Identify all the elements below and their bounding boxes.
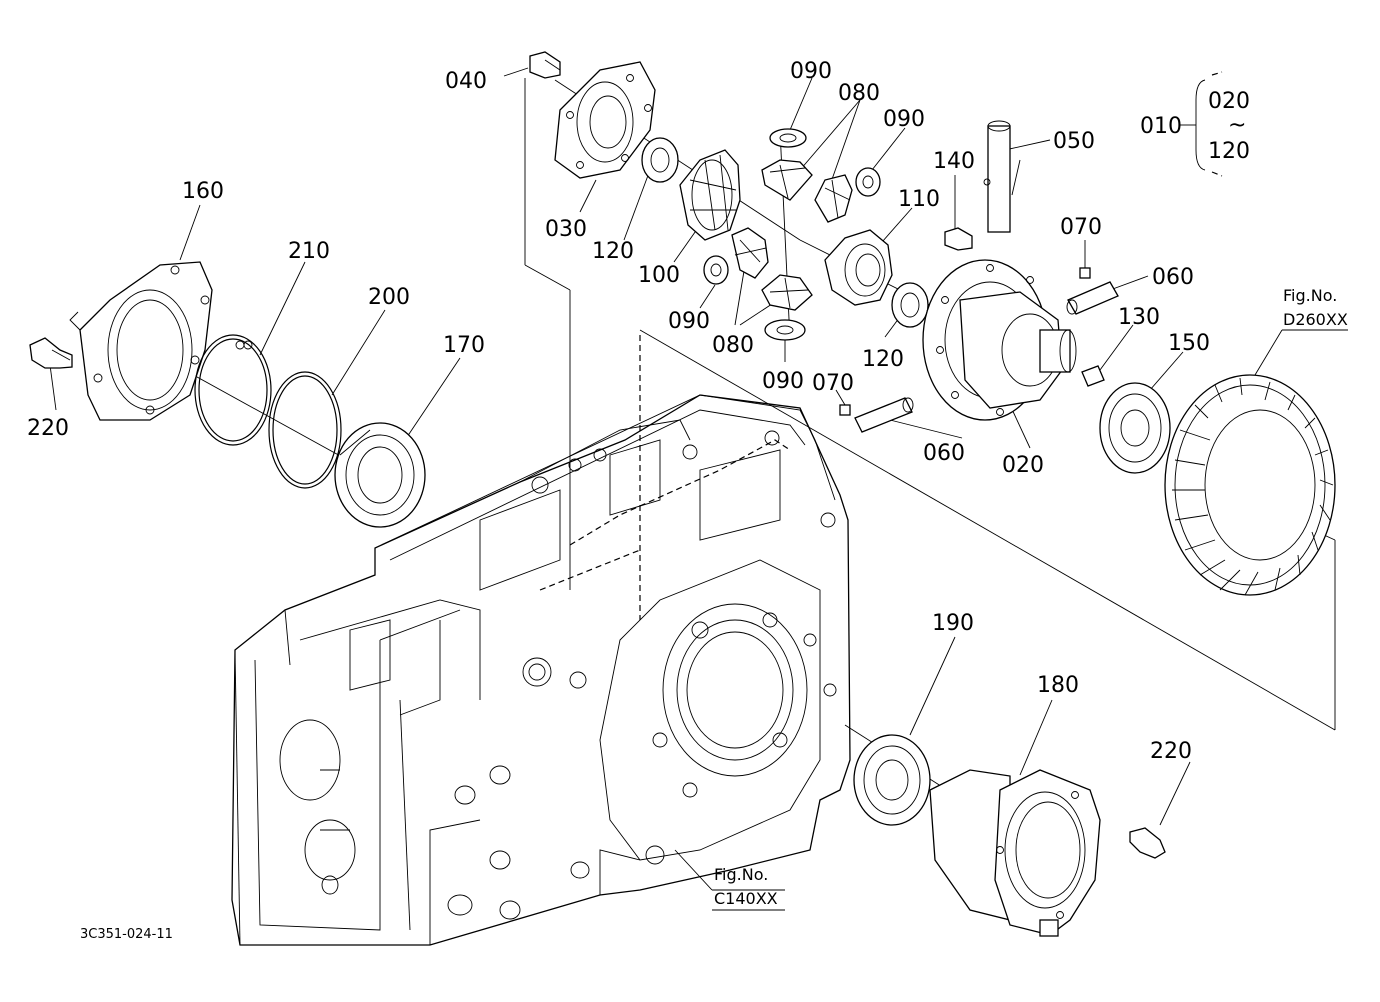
fig-ref-top-code: D260XX bbox=[1283, 310, 1348, 329]
label-040: 040 bbox=[445, 69, 487, 94]
pin-070-lower bbox=[839, 404, 851, 416]
figure-references: Fig.No. D260XX Fig.No. C140XX bbox=[712, 286, 1348, 911]
label-090-right: 090 bbox=[883, 107, 925, 132]
flange-030 bbox=[554, 61, 656, 179]
bearing-150 bbox=[1099, 382, 1171, 474]
label-180: 180 bbox=[1037, 673, 1079, 698]
washer-120-lower bbox=[891, 282, 929, 328]
side-gear-110 bbox=[824, 229, 893, 306]
label-110: 110 bbox=[898, 187, 940, 212]
label-080-top: 080 bbox=[838, 81, 880, 106]
label-070-lower: 070 bbox=[812, 371, 854, 396]
label-140: 140 bbox=[933, 149, 975, 174]
fig-ref-bottom-code: C140XX bbox=[714, 889, 778, 908]
transmission-case bbox=[231, 335, 851, 946]
fig-ref-top-prefix: Fig.No. bbox=[1283, 286, 1337, 305]
label-030: 030 bbox=[545, 217, 587, 242]
bolt-040 bbox=[529, 51, 561, 79]
label-090-top: 090 bbox=[790, 59, 832, 84]
shaft-050 bbox=[983, 120, 1011, 233]
o-ring-200 bbox=[268, 371, 342, 489]
thrust-washer-090-lower bbox=[764, 319, 806, 341]
label-100: 100 bbox=[638, 263, 680, 288]
ring-gear bbox=[1164, 374, 1336, 596]
washer-120-upper bbox=[641, 137, 679, 183]
label-010-range-start: 020 bbox=[1208, 89, 1250, 114]
label-020: 020 bbox=[1002, 453, 1044, 478]
label-220-right: 220 bbox=[1150, 739, 1192, 764]
label-120-upper: 120 bbox=[592, 239, 634, 264]
diff-case-020 bbox=[922, 259, 1077, 421]
label-010-range-tilde: ~ bbox=[1228, 113, 1246, 138]
thrust-washer-090-top bbox=[769, 128, 807, 148]
label-070-upper: 070 bbox=[1060, 215, 1102, 240]
bolt-140 bbox=[944, 227, 973, 251]
thrust-washer-090-right bbox=[855, 167, 881, 197]
label-170: 170 bbox=[443, 333, 485, 358]
part-labels: 040 090 080 090 050 010 020 ~ 120 160 21… bbox=[27, 59, 1250, 764]
drawing-code: 3C351-024-11 bbox=[80, 927, 173, 942]
label-090-mid: 090 bbox=[668, 309, 710, 334]
bolt-220-right bbox=[1129, 827, 1166, 859]
label-050: 050 bbox=[1053, 129, 1095, 154]
pinion-080-top bbox=[761, 159, 813, 201]
label-060-lower: 060 bbox=[923, 441, 965, 466]
pinion-080-right bbox=[814, 174, 853, 223]
pinion-080-lower bbox=[761, 274, 813, 311]
bolt-220-left bbox=[29, 337, 73, 369]
label-160: 160 bbox=[182, 179, 224, 204]
label-210: 210 bbox=[288, 239, 330, 264]
label-190: 190 bbox=[932, 611, 974, 636]
bearing-housing-180 bbox=[929, 769, 1101, 937]
pin-070-upper bbox=[1079, 267, 1091, 279]
label-080-mid: 080 bbox=[712, 333, 754, 358]
label-010-range-end: 120 bbox=[1208, 139, 1250, 164]
label-150: 150 bbox=[1168, 331, 1210, 356]
pinion-080-left bbox=[731, 227, 769, 279]
snap-ring-210 bbox=[194, 334, 272, 446]
label-200: 200 bbox=[368, 285, 410, 310]
shaft-060-upper bbox=[1066, 281, 1119, 315]
side-gear-100 bbox=[679, 149, 741, 241]
label-010: 010 bbox=[1140, 114, 1182, 139]
thrust-washer-090-mid bbox=[703, 255, 729, 285]
fig-ref-bottom-prefix: Fig.No. bbox=[714, 865, 768, 884]
bearing-190 bbox=[853, 734, 931, 826]
label-130: 130 bbox=[1118, 305, 1160, 330]
bearing-170 bbox=[334, 422, 426, 528]
label-120-lower: 120 bbox=[862, 347, 904, 372]
label-220-left: 220 bbox=[27, 416, 69, 441]
shaft-060-lower bbox=[854, 397, 914, 433]
pin-130 bbox=[1081, 365, 1105, 387]
label-060-upper: 060 bbox=[1152, 265, 1194, 290]
label-090-lower: 090 bbox=[762, 369, 804, 394]
cover-plate-160 bbox=[69, 261, 213, 421]
